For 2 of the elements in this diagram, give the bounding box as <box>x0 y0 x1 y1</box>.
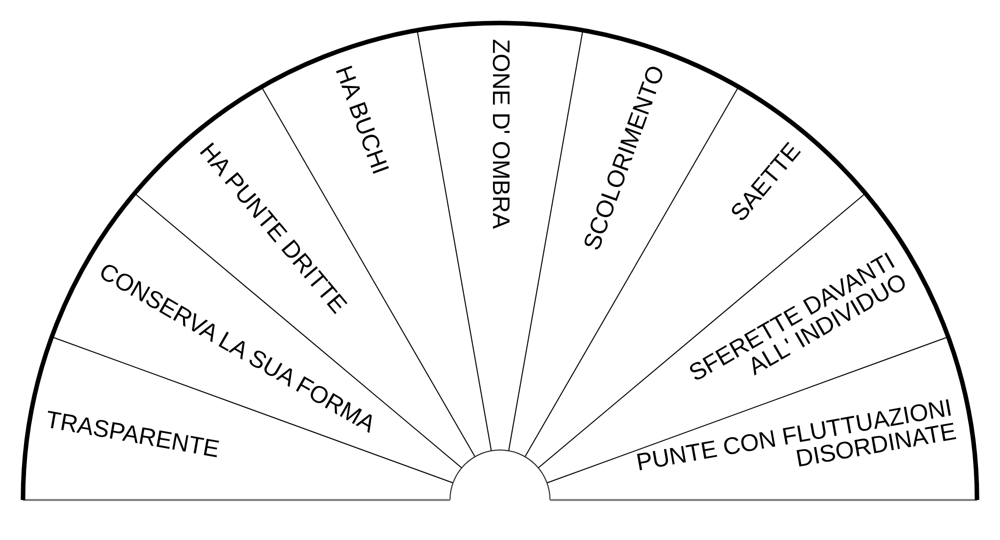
sector-label: ZONE D' OMBRA <box>488 39 512 229</box>
sector-label: HA BUCHI <box>331 62 392 178</box>
